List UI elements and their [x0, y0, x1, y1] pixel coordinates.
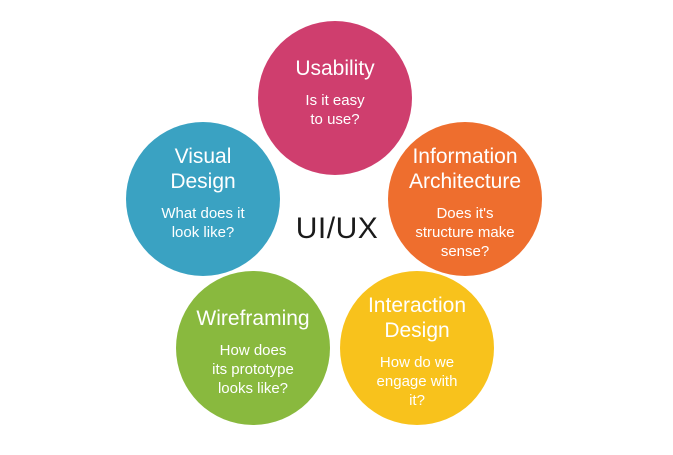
- information-architecture-circle: Information Architecture Does it's struc…: [388, 122, 542, 276]
- information-architecture-title-line-1: Information: [412, 145, 518, 168]
- information-architecture-question-line-3: sense?: [440, 243, 490, 260]
- information-architecture-title-line-2: Architecture: [408, 170, 522, 193]
- interaction-design-circle: Interaction Design How do we engage with…: [340, 271, 494, 425]
- interaction-design-question-line-2: engage with: [376, 373, 458, 390]
- information-architecture-question-line-1: Does it's: [436, 205, 494, 222]
- center-label: UI/UX: [295, 212, 379, 245]
- wireframing-title-text: Wireframing: [196, 307, 310, 330]
- information-architecture-title: Information Architecture: [400, 144, 530, 194]
- interaction-design-question-line-1: How do we: [379, 354, 455, 371]
- usability-question: Is it easy to use?: [280, 91, 390, 129]
- usability-title: Usability: [270, 56, 400, 81]
- wireframing-question-line-1: How does: [219, 342, 287, 359]
- usability-title-text: Usability: [295, 57, 375, 80]
- wireframing-circle: Wireframing How does its prototype looks…: [176, 271, 330, 425]
- usability-circle: Usability Is it easy to use?: [258, 21, 412, 175]
- visual-design-title-line-2: Design: [170, 170, 236, 193]
- wireframing-question-line-3: looks like?: [217, 380, 289, 397]
- visual-design-title: Visual Design: [138, 144, 268, 194]
- visual-design-question-line-1: What does it: [161, 205, 245, 222]
- interaction-design-question: How do we engage with it?: [362, 353, 472, 410]
- wireframing-question: How does its prototype looks like?: [198, 341, 308, 398]
- information-architecture-question: Does it's structure make sense?: [410, 204, 520, 261]
- interaction-design-title-line-1: Interaction: [367, 294, 467, 317]
- wireframing-title: Wireframing: [188, 306, 318, 331]
- usability-question-line-1: Is it easy: [305, 92, 365, 109]
- visual-design-circle: Visual Design What does it look like?: [126, 122, 280, 276]
- interaction-design-question-line-3: it?: [409, 392, 425, 409]
- visual-design-question: What does it look like?: [148, 204, 258, 242]
- information-architecture-question-line-2: structure make: [415, 224, 515, 241]
- wireframing-question-line-2: its prototype: [212, 361, 294, 378]
- usability-question-line-2: to use?: [310, 111, 360, 128]
- visual-design-question-line-2: look like?: [171, 224, 235, 241]
- visual-design-title-line-1: Visual: [174, 145, 232, 168]
- interaction-design-title-line-2: Design: [384, 319, 450, 342]
- interaction-design-title: Interaction Design: [352, 293, 482, 343]
